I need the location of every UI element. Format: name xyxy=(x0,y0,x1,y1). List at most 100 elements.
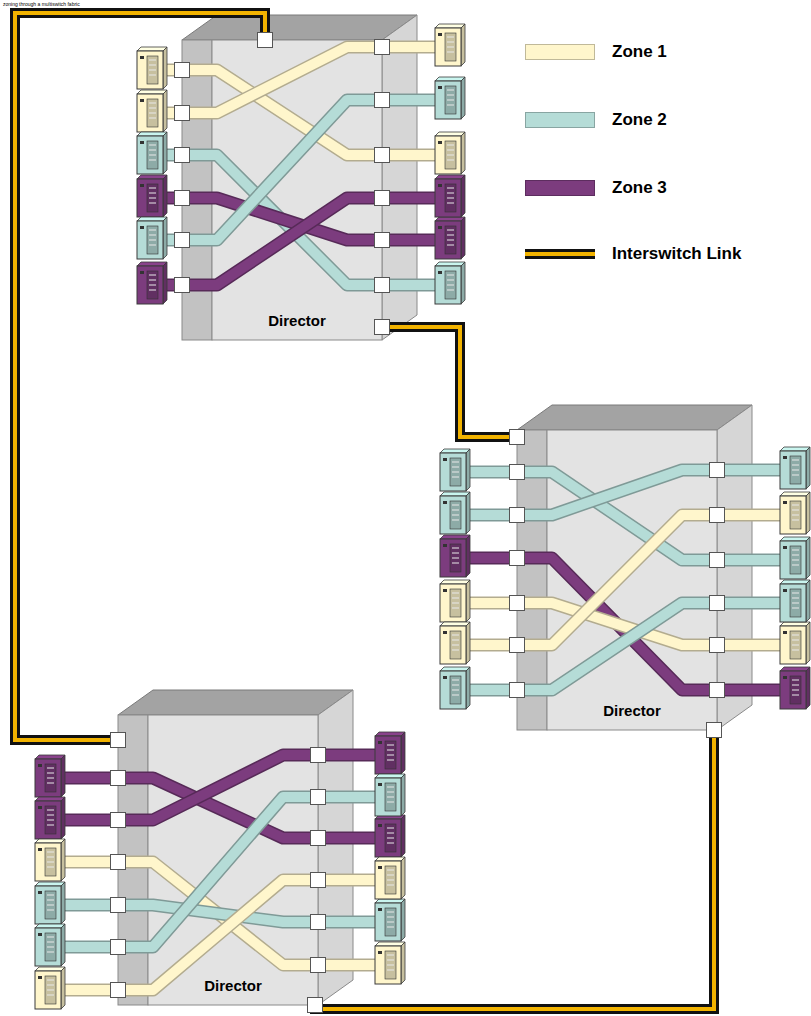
server-top xyxy=(440,580,470,584)
server-slot xyxy=(452,695,459,696)
server-light xyxy=(140,99,144,102)
port xyxy=(111,813,126,828)
server-light xyxy=(783,501,787,504)
server-slot xyxy=(387,838,394,839)
interswitch-link xyxy=(315,730,714,1009)
server-slot xyxy=(149,275,156,276)
legend-link-core xyxy=(525,252,595,256)
port xyxy=(710,553,725,568)
server-light xyxy=(438,86,442,89)
server-slot xyxy=(47,857,54,858)
port xyxy=(311,790,326,805)
server-body xyxy=(35,928,61,966)
port xyxy=(111,940,126,955)
server-slot xyxy=(447,240,454,241)
server-icon xyxy=(375,815,405,857)
server-slot xyxy=(149,198,156,199)
server-slot xyxy=(47,810,54,811)
server-slot xyxy=(387,802,394,803)
server-light xyxy=(443,676,447,679)
server-slot xyxy=(792,598,799,599)
server-slot xyxy=(452,608,459,609)
zone-path xyxy=(61,905,375,922)
port xyxy=(510,683,525,698)
server-slot xyxy=(792,550,799,551)
server-side xyxy=(461,132,465,174)
legend-text: Zone 3 xyxy=(612,178,667,198)
server-icon xyxy=(375,732,405,774)
interswitch-link-group xyxy=(382,327,517,437)
server-panel xyxy=(450,544,461,572)
server-slot xyxy=(452,598,459,599)
server-slot xyxy=(792,560,799,561)
server-slot xyxy=(47,820,54,821)
server-light xyxy=(443,589,447,592)
port xyxy=(111,855,126,870)
chassis-top xyxy=(118,690,353,715)
server-slot xyxy=(452,563,459,564)
server-light xyxy=(783,589,787,592)
server-panel xyxy=(45,764,56,792)
server-panel xyxy=(450,589,461,617)
server-top xyxy=(440,492,470,496)
server-side xyxy=(401,942,405,984)
server-slot xyxy=(149,193,156,194)
server-icon xyxy=(137,90,167,132)
server-icon xyxy=(440,449,470,491)
server-icon xyxy=(375,942,405,984)
server-body xyxy=(35,759,61,797)
legend-link-outline xyxy=(525,249,595,259)
port xyxy=(707,723,722,738)
server-light xyxy=(443,544,447,547)
server-body xyxy=(780,671,806,709)
server-slot xyxy=(792,515,799,516)
server-top xyxy=(375,942,405,946)
server-icon xyxy=(35,967,65,1009)
server-slot xyxy=(47,947,54,948)
server-slot xyxy=(447,230,454,231)
server-panel xyxy=(385,908,396,936)
server-side xyxy=(163,90,167,132)
server-light xyxy=(783,631,787,634)
port xyxy=(510,465,525,480)
port xyxy=(111,771,126,786)
server-slot xyxy=(792,608,799,609)
server-slot xyxy=(452,515,459,516)
server-slot xyxy=(387,917,394,918)
server-slot xyxy=(792,640,799,641)
server-slot xyxy=(447,105,454,106)
server-body xyxy=(780,496,806,534)
server-side xyxy=(163,175,167,217)
zone-path-outline xyxy=(163,155,435,285)
interswitch-link-core xyxy=(315,730,714,1009)
server-side xyxy=(466,449,470,491)
server-slot xyxy=(447,280,454,281)
server-top xyxy=(137,132,167,136)
server-panel xyxy=(790,546,801,574)
legend-entry: Zone 1 xyxy=(525,42,667,62)
server-slot xyxy=(792,460,799,461)
server-body xyxy=(375,861,401,899)
server-slot xyxy=(149,155,156,156)
server-top xyxy=(137,262,167,266)
server-panel xyxy=(445,33,456,61)
server-slot xyxy=(447,150,454,151)
server-body xyxy=(375,819,401,857)
zone-path-outline xyxy=(61,797,375,947)
port xyxy=(510,430,525,445)
server-top xyxy=(435,262,465,266)
server-slot xyxy=(447,47,454,48)
server-icon xyxy=(35,882,65,924)
director-chassis xyxy=(440,405,810,730)
server-side xyxy=(466,535,470,577)
server-light xyxy=(378,741,382,744)
server-panel xyxy=(147,226,158,254)
server-icon xyxy=(440,667,470,709)
server-top xyxy=(440,449,470,453)
server-slot xyxy=(387,797,394,798)
server-panel xyxy=(147,184,158,212)
server-slot xyxy=(792,593,799,594)
server-side xyxy=(61,924,65,966)
